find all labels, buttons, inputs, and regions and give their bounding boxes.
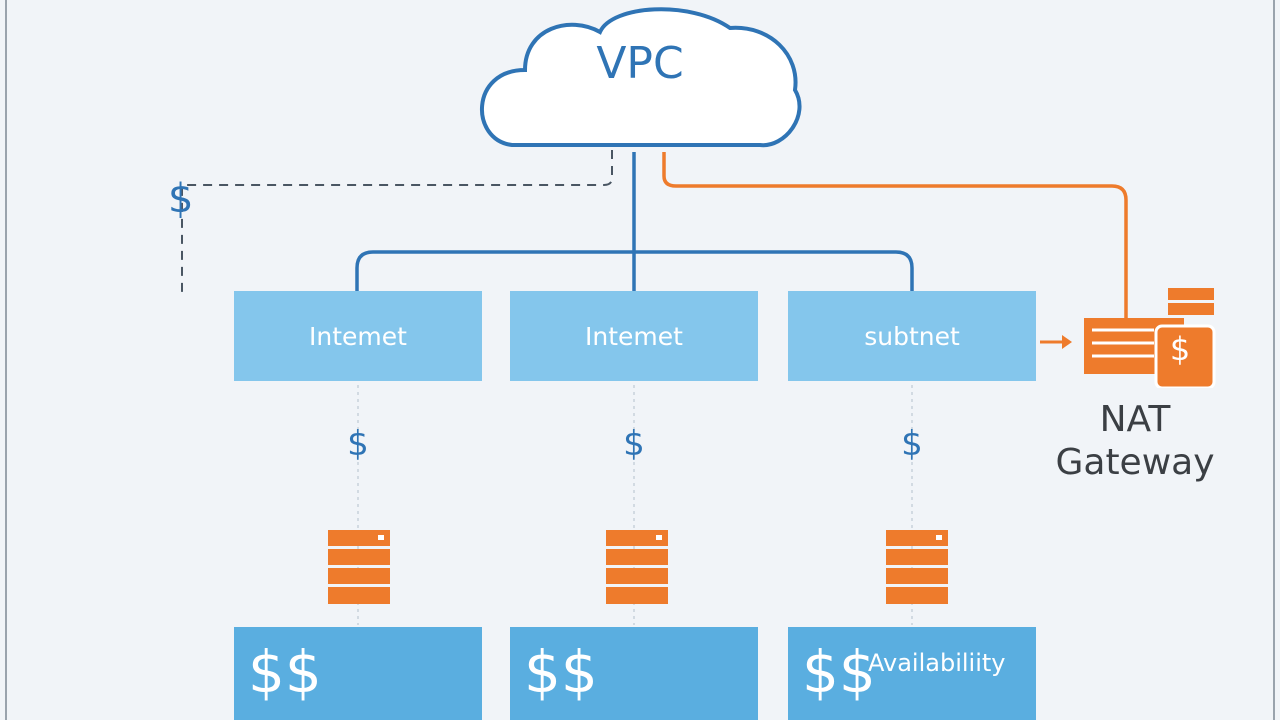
az-label-3: Availabiliity [868, 649, 1006, 677]
route-dollar-icon-1: $ [347, 424, 369, 464]
subnet-label-2: Intemet [585, 321, 683, 351]
side-dollar-icon: $ [168, 176, 194, 222]
nat-arrow-head [1062, 335, 1072, 349]
nat-gateway-icon[interactable] [1084, 288, 1216, 388]
subnet-label-3: subtnet [864, 321, 960, 351]
nat-gateway-label: NAT Gateway [1055, 399, 1215, 484]
subnet-box-2[interactable]: Intemet [510, 291, 758, 381]
az-dollar-icon-2: $$ [524, 638, 598, 706]
availability-zone-box-3[interactable]: $$ Availabiliity [788, 627, 1036, 720]
dashed-side-path [181, 150, 613, 295]
frame-border-right [1273, 0, 1275, 720]
server-icon-1[interactable] [328, 530, 390, 604]
subnet-box-3[interactable]: subtnet [788, 291, 1036, 381]
nat-route-line [662, 152, 1128, 318]
frame-border-left [5, 0, 7, 720]
az-dollar-icon-3: $$ [802, 638, 876, 706]
server-icon-3[interactable] [886, 530, 948, 604]
vpc-label: VPC [596, 38, 684, 89]
availability-zone-box-2[interactable]: $$ [510, 627, 758, 720]
server-icon-2[interactable] [606, 530, 668, 604]
vpc-cloud-icon [479, 7, 802, 148]
nat-dollar-icon: $ [1169, 330, 1191, 368]
route-dollar-icon-2: $ [623, 424, 645, 464]
route-dollar-icon-3: $ [901, 424, 923, 464]
subnet-box-1[interactable]: Intemet [234, 291, 482, 381]
availability-zone-box-1[interactable]: $$ [234, 627, 482, 720]
az-dollar-icon-1: $$ [248, 638, 322, 706]
subnet-label-1: Intemet [309, 321, 407, 351]
